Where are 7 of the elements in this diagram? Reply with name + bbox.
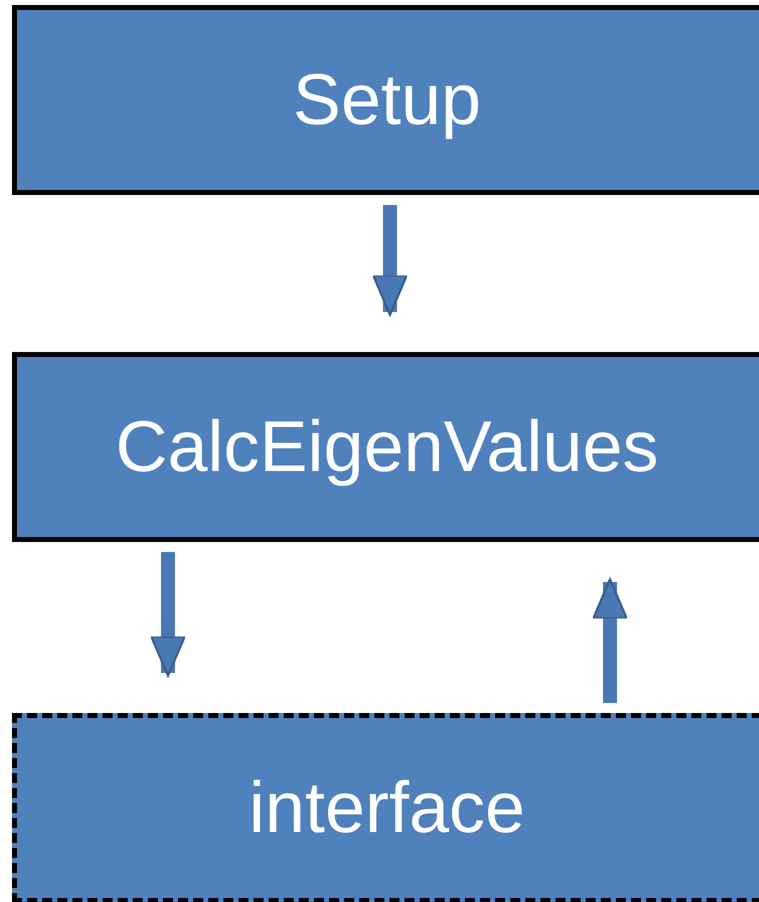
box-label: interface xyxy=(248,772,526,844)
block-arrow xyxy=(150,552,186,677)
process-box xyxy=(12,5,759,195)
block-arrow xyxy=(592,578,628,703)
block-arrow xyxy=(372,205,408,316)
process-box xyxy=(12,352,759,542)
process-box xyxy=(12,713,759,902)
